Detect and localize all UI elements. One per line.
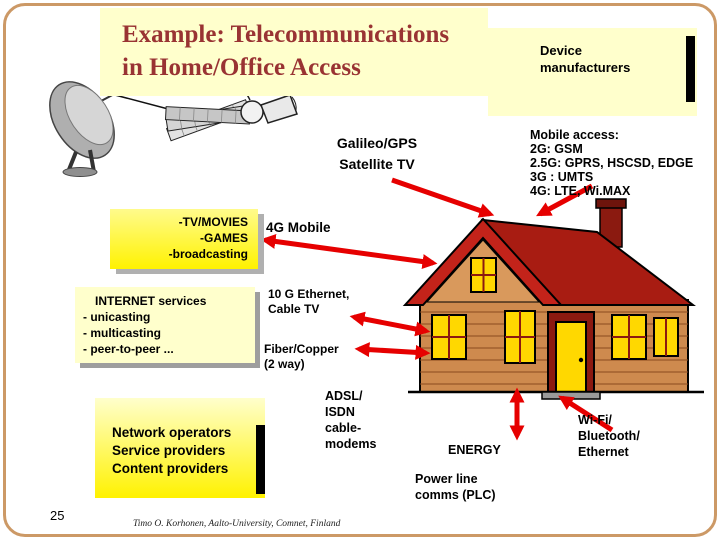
arrow-4g-mobile — [260, 233, 438, 270]
galileo-satellite-label: Galileo/GPS Satellite TV — [336, 135, 418, 172]
arrow-fiber-copper — [354, 342, 431, 360]
fiber-copper-label: Fiber/Copper (2 way) — [264, 342, 339, 371]
internet-services-box: INTERNET services - unicasting - multica… — [75, 287, 255, 363]
mobile-access-label: Mobile access: 2G: GSM 2.5G: GPRS, HSCSD… — [530, 128, 694, 198]
device-manufacturers-box: Device manufacturers — [488, 28, 697, 116]
network-box-accent-bar — [256, 425, 265, 494]
footer-credit: Timo O. Korhonen, Aalto-University, Comn… — [133, 519, 341, 529]
title-line-1: Example: Telecommunications — [122, 21, 450, 48]
arrow-10g-ethernet — [349, 311, 431, 337]
page-title: Example: Telecommunications in Home/Offi… — [100, 8, 488, 84]
power-line-label: Power line comms (PLC) — [415, 472, 496, 502]
arrow-satellite-to-house — [391, 177, 495, 218]
tv-movies-box: -TV/MOVIES -GAMES -broadcasting — [110, 209, 258, 269]
title-line-2: in Home/Office Access — [122, 54, 361, 81]
adsl-label: ADSL/ ISDN cable- modems — [325, 389, 377, 451]
page-number: 25 — [50, 508, 65, 523]
dish-satellite-link-line — [114, 94, 173, 111]
network-operators-box: Network operators Service providers Cont… — [95, 398, 265, 498]
energy-label: ENERGY — [448, 443, 501, 457]
satellite-dish-icon — [49, 81, 122, 177]
wifi-bluetooth-label: Wi-Fi/ Bluetooth/ Ethernet — [578, 413, 640, 459]
network-operators-label: Network operators Service providers Cont… — [112, 425, 232, 476]
device-manufacturers-label: Device manufacturers — [540, 43, 631, 75]
title-box: Example: Telecommunications in Home/Offi… — [100, 8, 488, 96]
device-box-accent-bar — [686, 36, 695, 102]
4g-mobile-label: 4G Mobile — [266, 220, 331, 235]
house-illustration — [402, 198, 704, 400]
arrow-wifi-to-house — [558, 395, 614, 433]
arrow-mobile-access-to-house — [536, 183, 594, 217]
satellite-icon — [164, 83, 298, 142]
10g-ethernet-label: 10 G Ethernet, Cable TV — [268, 287, 350, 316]
